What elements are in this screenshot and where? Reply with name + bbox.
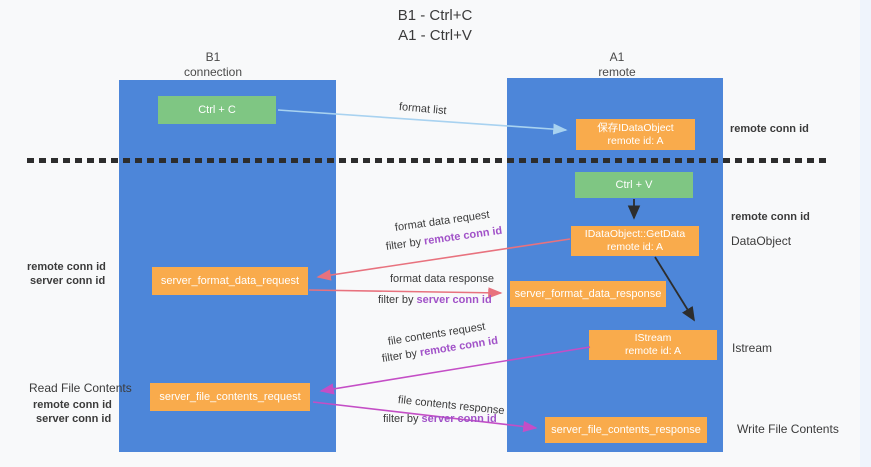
istream-line1: IStream — [634, 332, 672, 344]
remote-conn-id-annotation-mid-right: remote conn id — [731, 211, 810, 223]
format-data-response-label: format data response — [390, 273, 494, 285]
istream-node: IStream remote id: A — [589, 330, 717, 360]
server-format-data-response-label: server_format_data_response — [514, 288, 662, 300]
server-conn-id-text: server conn id — [416, 294, 492, 306]
lifeline-header-b1: B1 connection — [153, 50, 273, 80]
format-data-response-arrow — [308, 287, 503, 299]
getdata-line1: IDataObject::GetData — [584, 228, 686, 240]
getdata-line2: remote id: A — [606, 241, 664, 253]
server-file-contents-request-label: server_file_contents_request — [159, 391, 301, 403]
server-conn-id-annotation-left-top: server conn id — [30, 275, 106, 287]
server-file-contents-response-node: server_file_contents_response — [545, 417, 707, 443]
remote-conn-id-annotation-left-top: remote conn id — [27, 261, 106, 273]
read-file-contents-annotation: Read File Contents — [29, 381, 132, 395]
server-format-data-request-node: server_format_data_request — [152, 267, 308, 295]
istream-line2: remote id: A — [624, 345, 682, 357]
save-idataobject-line1: 保存IDataObject — [597, 121, 674, 134]
server-format-data-request-label: server_format_data_request — [160, 275, 300, 287]
remote-conn-id-annotation-top-right: remote conn id — [730, 123, 809, 135]
machine-boundary-dashed-line — [27, 158, 830, 163]
save-idataobject-line2: remote id: A — [607, 134, 664, 147]
title-line-1: B1 - Ctrl+C — [397, 7, 473, 24]
lifeline-header-a1: A1 remote — [557, 50, 677, 80]
ctrl-v-node: Ctrl + V — [575, 172, 693, 198]
diagram-title: B1 - Ctrl+C A1 - Ctrl+V — [330, 6, 540, 46]
dataobject-annotation: DataObject — [731, 234, 792, 248]
lifeline-b1-title: B1 — [205, 50, 221, 64]
filter-by-text: filter by — [383, 413, 419, 425]
write-file-contents-annotation: Write File Contents — [737, 422, 839, 436]
save-idataobject-node: 保存IDataObject remote id: A — [576, 119, 695, 150]
lifeline-a1-subtitle: remote — [598, 65, 636, 79]
ctrl-c-label: Ctrl + C — [198, 104, 236, 116]
ctrl-v-label: Ctrl + V — [615, 179, 653, 191]
lifeline-a1-title: A1 — [609, 50, 625, 64]
idataobject-getdata-node: IDataObject::GetData remote id: A — [571, 226, 699, 256]
server-conn-id-annotation-left-bottom: server conn id — [36, 413, 112, 425]
ctrl-c-node: Ctrl + C — [158, 96, 276, 124]
title-line-2: A1 - Ctrl+V — [398, 27, 472, 44]
filter-by-text: filter by — [378, 294, 414, 306]
server-file-contents-request-node: server_file_contents_request — [150, 383, 310, 411]
format-list-label: format list — [398, 101, 448, 118]
remote-conn-id-annotation-left-bottom: remote conn id — [33, 399, 112, 411]
filter-by-text: filter by — [381, 347, 418, 365]
server-file-contents-response-label: server_file_contents_response — [551, 424, 701, 436]
istream-annotation: Istream — [732, 341, 773, 355]
server-conn-id-text: server conn id — [421, 413, 497, 425]
server-format-data-response-node: server_format_data_response — [510, 281, 666, 307]
lifeline-b1-subtitle: connection — [183, 65, 243, 79]
window-edge — [860, 0, 871, 467]
filter-by-text: filter by — [385, 236, 422, 253]
